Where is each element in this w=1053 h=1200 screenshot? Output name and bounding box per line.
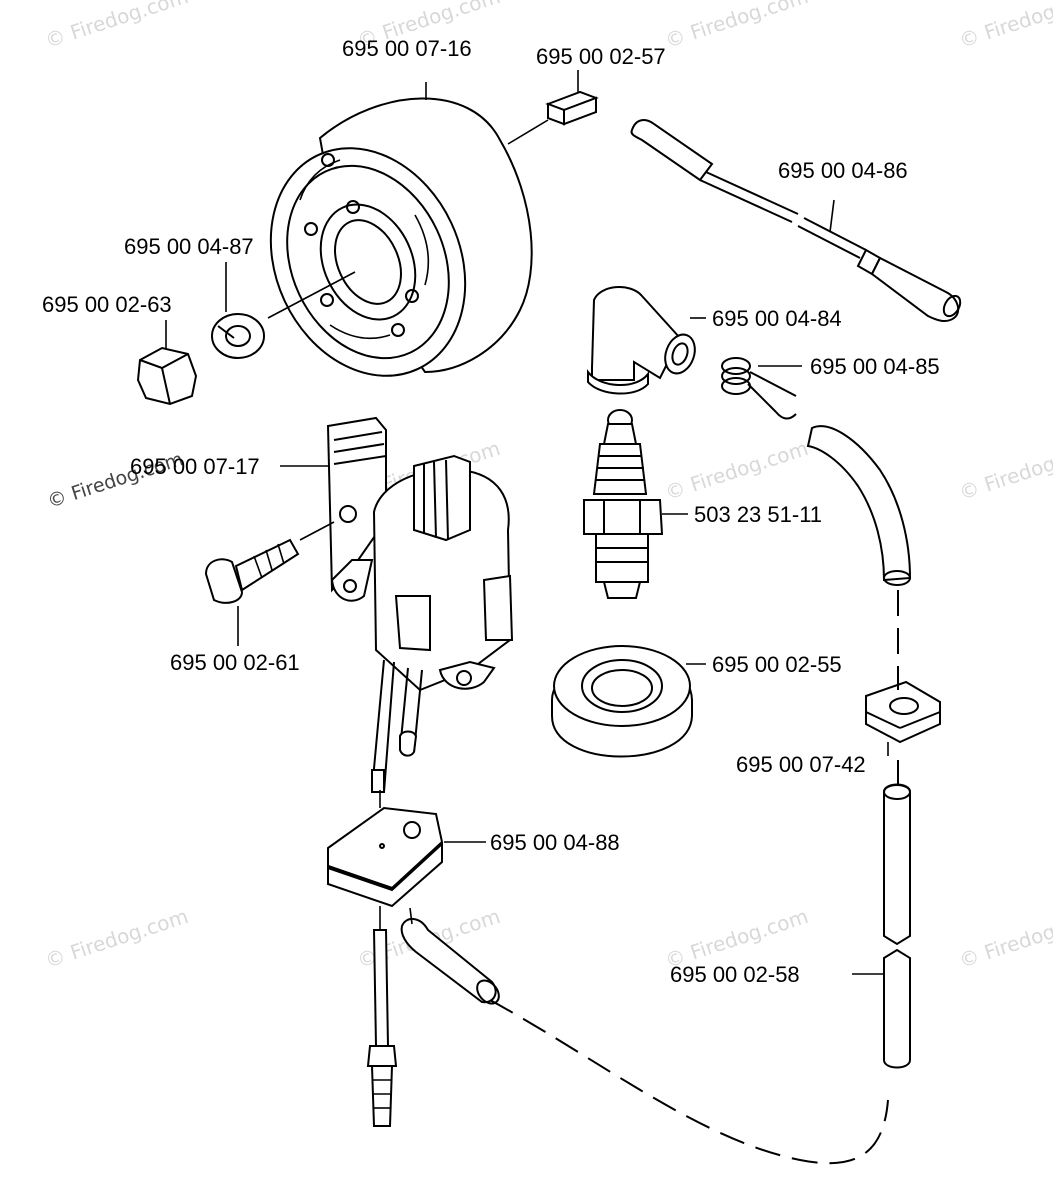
nut-drawing <box>136 320 198 406</box>
part-label-ignition-module: 695 00 07-17 <box>130 454 260 479</box>
cable-drawing <box>630 119 962 323</box>
insulator-plate-drawing <box>327 790 486 930</box>
clip-drawing <box>865 680 941 756</box>
watermark-text: © Firedog.com <box>956 0 1053 53</box>
grommet-ring-drawing <box>551 645 706 758</box>
part-label-screw: 695 00 02-61 <box>170 650 300 675</box>
ignition-module-drawing <box>280 416 514 793</box>
part-label-washer: 695 00 04-87 <box>124 234 254 259</box>
watermark-text: © Firedog.com <box>662 0 811 53</box>
watermark-text: © Firedog.com <box>956 904 1053 973</box>
watermark-text: © Firedog.com <box>662 436 811 505</box>
part-label-spark-plug-cap: 695 00 04-84 <box>712 306 842 331</box>
lower-cable-drawing <box>366 907 500 1127</box>
watermark-text: © Firedog.com <box>42 0 191 53</box>
watermark-text: © Firedog.com <box>956 436 1053 505</box>
part-labels: 695 00 07-16 695 00 02-57 695 00 04-86 6… <box>42 36 940 987</box>
part-label-tube: 695 00 02-58 <box>670 962 800 987</box>
spark-plug-cap-drawing <box>587 285 706 395</box>
tube-upper-drawing <box>806 425 912 586</box>
screw-drawing <box>204 521 335 646</box>
watermark-text: © Firedog.com <box>42 904 191 973</box>
washer-drawing <box>211 262 265 359</box>
connection-lines <box>489 590 899 1165</box>
part-label-nut: 695 00 02-63 <box>42 292 172 317</box>
spring-drawing <box>721 357 802 420</box>
spark-plug-drawing <box>583 409 688 599</box>
part-label-spring: 695 00 04-85 <box>810 354 940 379</box>
part-label-flywheel: 695 00 07-16 <box>342 36 472 61</box>
flywheel-drawing <box>267 82 533 377</box>
part-label-key: 695 00 02-57 <box>536 44 666 69</box>
part-label-cable: 695 00 04-86 <box>778 158 908 183</box>
part-label-grommet-ring: 695 00 02-55 <box>712 652 842 677</box>
part-label-spark-plug: 503 23 51-11 <box>694 502 822 527</box>
key-drawing <box>507 70 599 145</box>
part-label-insulator-plate: 695 00 04-88 <box>490 830 620 855</box>
tube-lower-drawing <box>852 783 911 1069</box>
part-label-clip: 695 00 07-42 <box>736 752 866 777</box>
